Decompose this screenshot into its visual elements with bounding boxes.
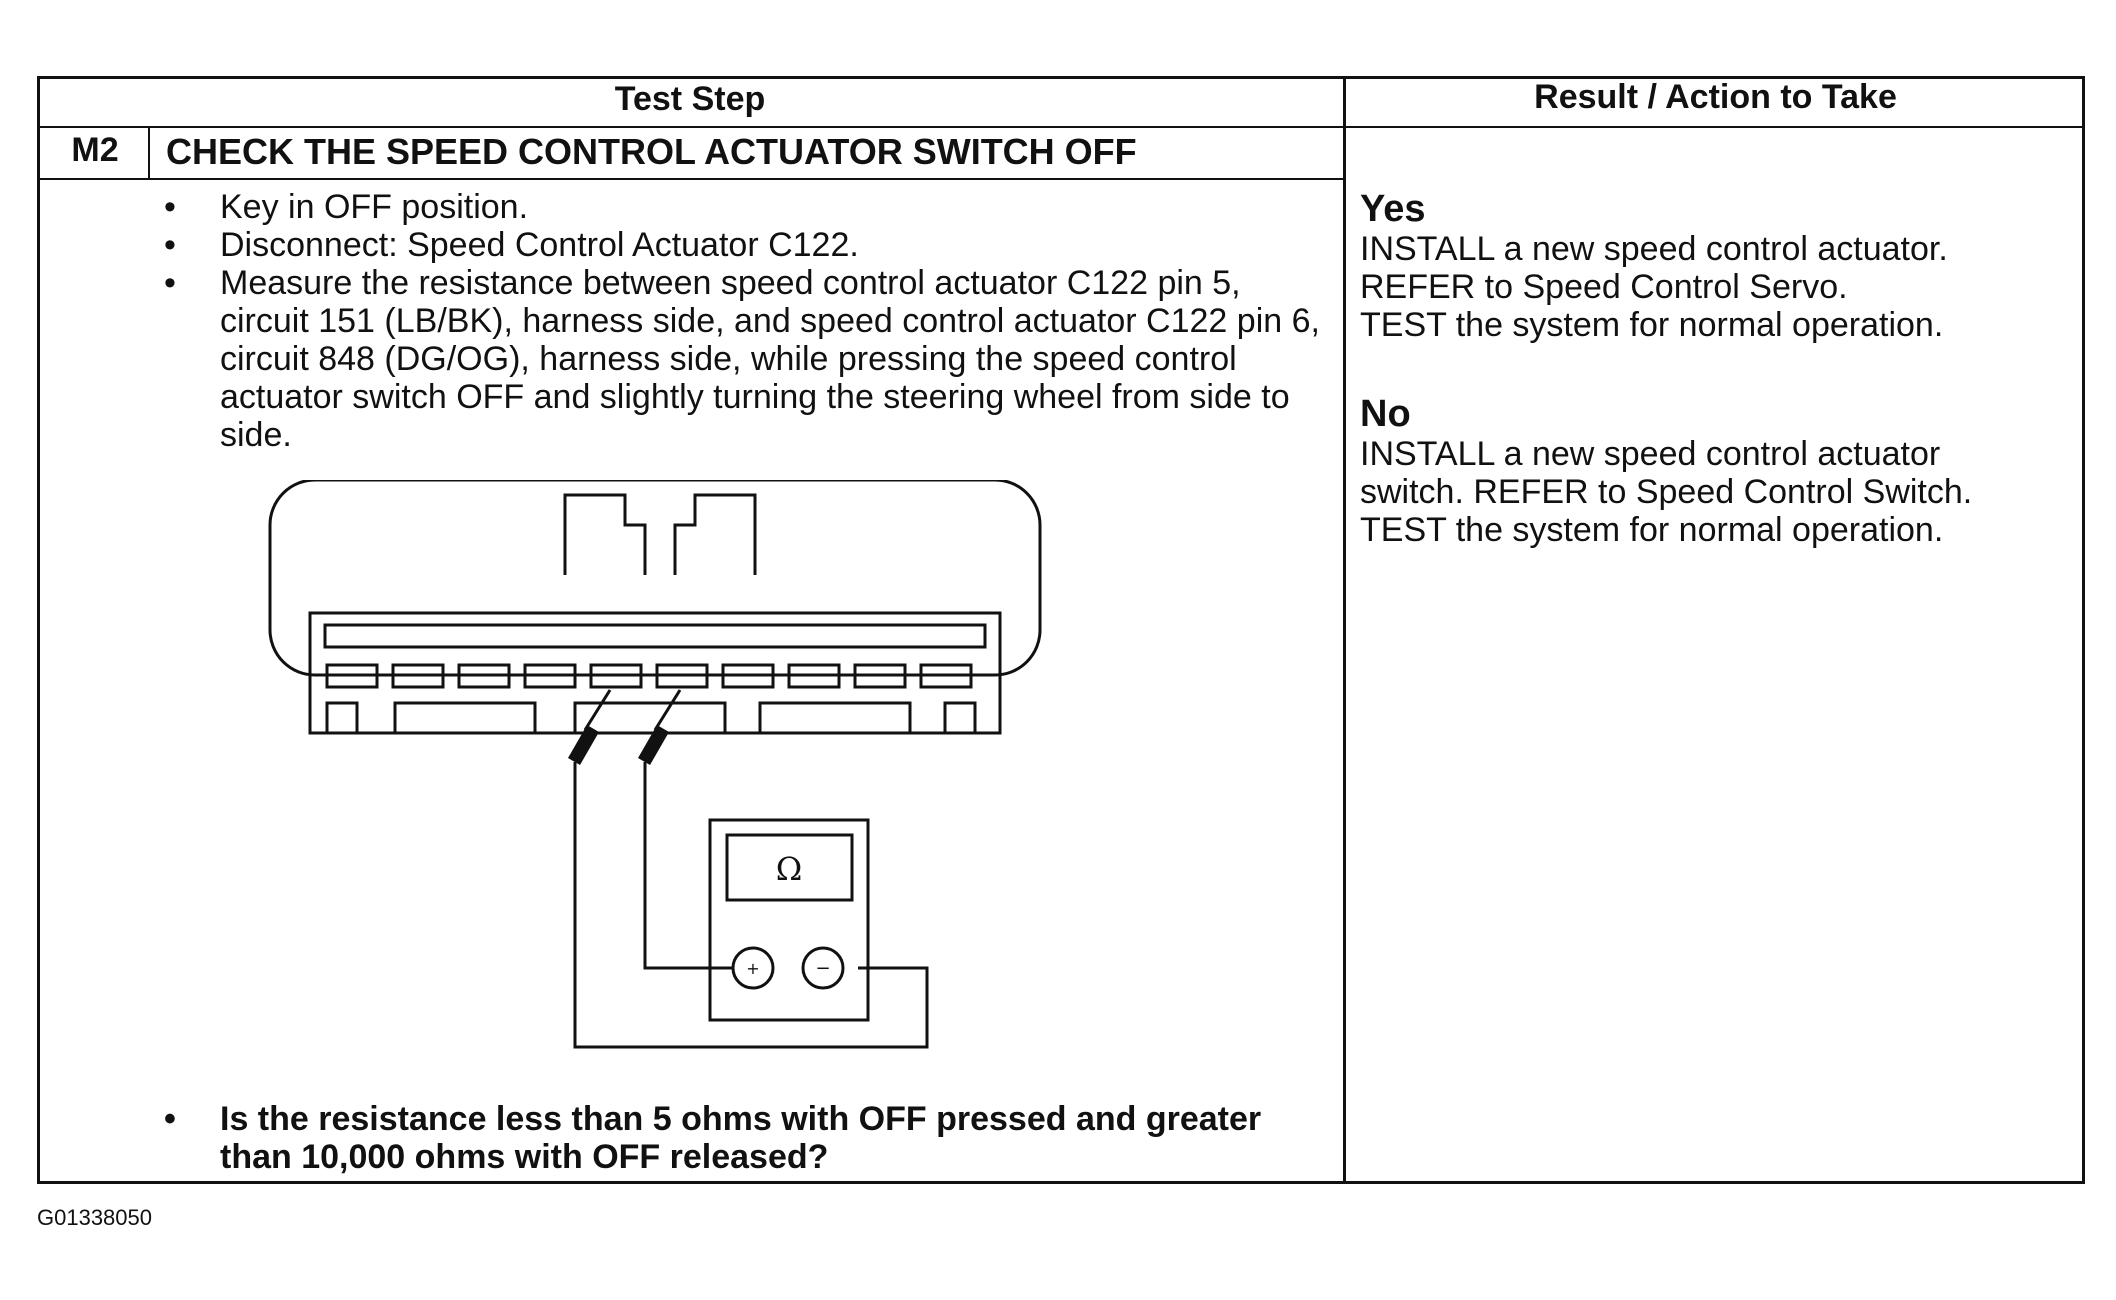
connector-pin (457, 663, 511, 689)
result-yes-line: INSTALL a new speed control actuator. (1360, 230, 1948, 268)
instruction-list: •Key in OFF position. •Disconnect: Speed… (160, 188, 1320, 454)
header-test-step: Test Step (614, 80, 766, 118)
probe-positive (568, 689, 612, 765)
connector-slot (758, 701, 912, 735)
connector-pin (787, 663, 841, 689)
question-list: •Is the resistance less than 5 ohms with… (160, 1100, 1320, 1176)
column-divider (1343, 76, 1346, 1184)
result-yes-label: Yes (1360, 188, 1426, 230)
step-id: M2 (71, 131, 119, 169)
probe-negative (638, 689, 682, 765)
instruction-item: •Measure the resistance between speed co… (164, 264, 1320, 454)
result-no-line: INSTALL a new speed control actuator (1360, 435, 1941, 473)
connector-pin-6 (655, 663, 709, 689)
connector-pin (391, 663, 445, 689)
result-yes-line: REFER to Speed Control Servo. (1360, 268, 1848, 306)
connector-body (268, 480, 1042, 677)
result-no: No INSTALL a new speed control actuator … (1360, 393, 2060, 549)
connector-pin-5 (589, 663, 643, 689)
lead-wire-1 (573, 762, 929, 1049)
connector-pin (325, 663, 379, 689)
result-no-line: switch. REFER to Speed Control Switch. (1360, 473, 1973, 511)
connector-slot (323, 623, 987, 649)
ohmmeter-display (725, 833, 854, 902)
negative-symbol: − (815, 958, 830, 979)
lead-wire-2 (643, 762, 735, 970)
step-title: CHECK THE SPEED CONTROL ACTUATOR SWITCH … (166, 131, 1137, 172)
positive-terminal (731, 946, 775, 990)
connector-slot (943, 701, 977, 735)
connector-cavity (308, 611, 1002, 735)
connector-latch (673, 493, 757, 575)
connector-pin (853, 663, 907, 689)
ohmmeter: Ω + − (708, 818, 870, 1022)
connector-slot (393, 701, 537, 735)
connector-latch (563, 493, 647, 575)
positive-symbol: + (746, 959, 759, 978)
figure-id: G01338050 (37, 1205, 152, 1230)
connector-slot (573, 701, 727, 735)
step-id-divider (148, 126, 150, 180)
connector-slot (325, 701, 359, 735)
connector-ohmmeter-diagram: Ω + − (268, 480, 1042, 1049)
instruction-item: •Key in OFF position. (164, 188, 529, 226)
connector-pin (721, 663, 775, 689)
header-result-action: Result / Action to Take (1534, 78, 1897, 116)
question-item: •Is the resistance less than 5 ohms with… (164, 1100, 1262, 1176)
instruction-item: •Disconnect: Speed Control Actuator C122… (164, 226, 859, 264)
result-no-label: No (1360, 393, 1411, 435)
step-title-rule (37, 178, 1345, 180)
negative-terminal (801, 946, 845, 990)
result-no-line: TEST the system for normal operation. (1360, 511, 1944, 549)
ohm-symbol: Ω (776, 850, 803, 888)
connector-pin (523, 663, 577, 689)
header-rule (37, 126, 2085, 128)
connector-pin (919, 663, 973, 689)
result-yes-line: TEST the system for normal operation. (1360, 306, 1944, 344)
test-table-frame (37, 76, 2085, 1184)
result-yes: Yes INSTALL a new speed control actuator… (1360, 188, 2060, 344)
